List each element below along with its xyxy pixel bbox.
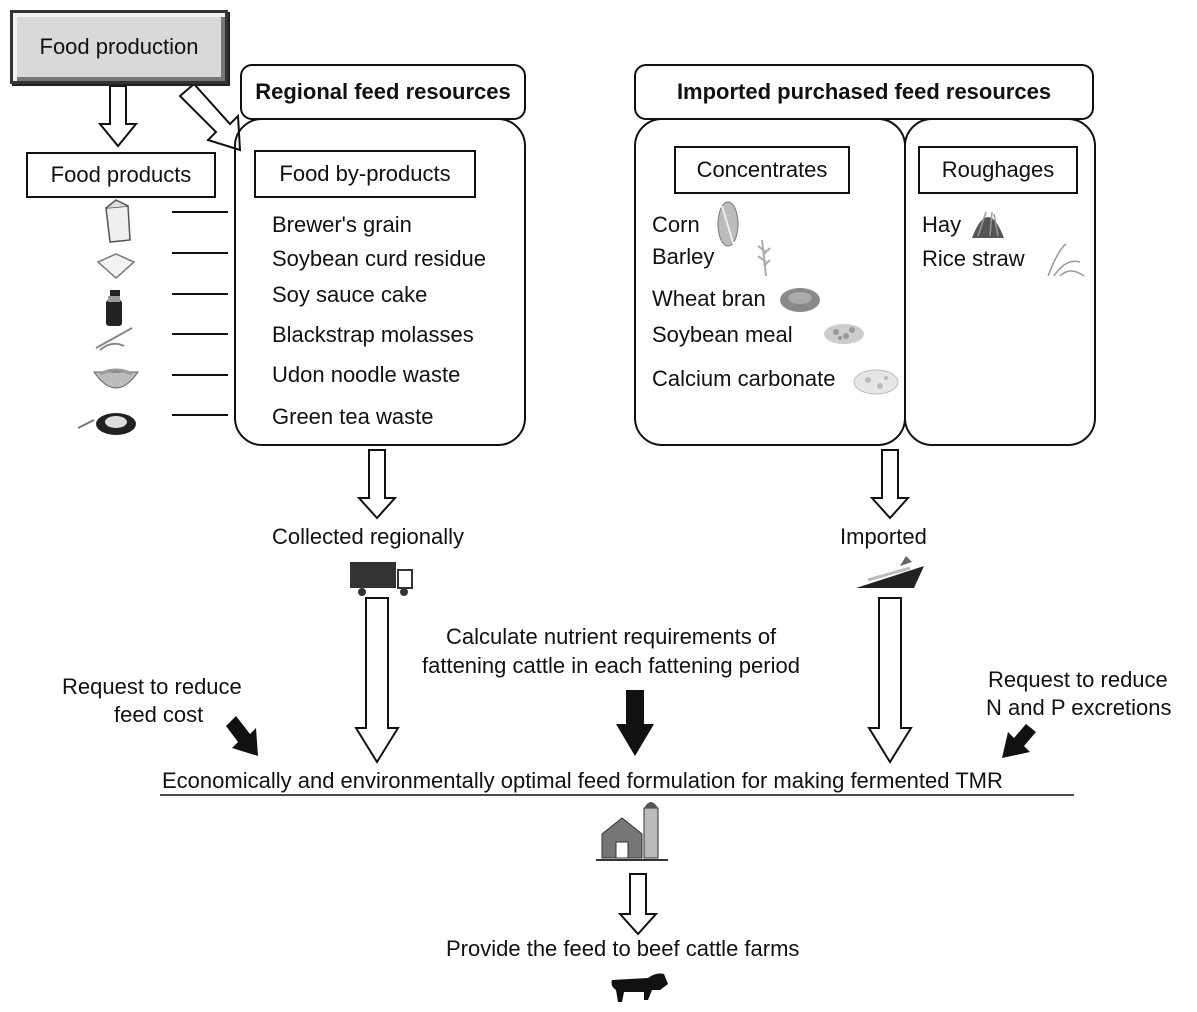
soybean-meal-icon xyxy=(824,324,864,344)
roughages-panel xyxy=(904,118,1096,446)
byproduct-item: Soybean curd residue xyxy=(272,246,487,271)
arrow-calc-down xyxy=(616,690,654,756)
hay-icon xyxy=(972,211,1004,238)
concentrate-item: Calcium carbonate xyxy=(652,366,836,391)
concentrate-item: Corn xyxy=(652,212,700,237)
optimal-formulation: Economically and environmentally optimal… xyxy=(162,768,1003,793)
tea-icon xyxy=(77,413,136,435)
food-production-label: Food production xyxy=(39,34,199,59)
noodle-bowl-icon xyxy=(93,368,139,389)
ship-icon xyxy=(856,556,924,588)
concentrate-item: Soybean meal xyxy=(652,322,793,347)
byproducts-box: Food by-products xyxy=(254,150,476,198)
arrow-np xyxy=(1002,724,1036,758)
barley-icon xyxy=(757,239,771,277)
farm-icon xyxy=(596,802,668,861)
request-cost-line-1: Request to reduce xyxy=(62,674,242,699)
byproduct-item: Brewer's grain xyxy=(272,212,412,237)
food-products-box: Food products xyxy=(26,152,216,198)
food-production-box: Food production xyxy=(10,10,228,84)
roughage-item: Hay xyxy=(922,212,962,237)
wheat-bran-icon xyxy=(780,288,820,312)
concentrate-item: Barley xyxy=(652,244,715,269)
imported-title: Imported purchased feed resources xyxy=(676,79,1052,104)
arrow-ship-down xyxy=(867,597,913,764)
arrow-farm-down xyxy=(617,873,659,936)
regional-title-box: Regional feed resources xyxy=(240,64,526,120)
byproduct-item: Blackstrap molasses xyxy=(272,322,474,347)
cow-icon xyxy=(611,973,668,1002)
byproducts-label: Food by-products xyxy=(279,161,451,186)
corn-icon xyxy=(717,201,739,247)
molasses-icon xyxy=(95,327,133,351)
concentrates-box: Concentrates xyxy=(674,146,850,194)
calc-line-1: Calculate nutrient requirements of xyxy=(446,624,777,649)
rice-straw-icon xyxy=(1047,243,1085,277)
food-products-label: Food products xyxy=(50,162,192,187)
byproduct-item: Soy sauce cake xyxy=(272,282,428,307)
imported-label: Imported xyxy=(840,524,927,549)
regional-title: Regional feed resources xyxy=(255,79,511,104)
arrow-cost xyxy=(226,716,258,756)
request-np-line-1: Request to reduce xyxy=(988,667,1168,692)
byproduct-item: Udon noodle waste xyxy=(272,362,461,387)
milk-carton-icon xyxy=(105,199,131,243)
arrow-collected xyxy=(356,449,398,520)
truck-icon xyxy=(350,562,413,596)
arrow-truck-down xyxy=(354,597,400,764)
arrow-to-food-products xyxy=(97,85,139,148)
roughages-label: Roughages xyxy=(941,157,1055,182)
request-np-line-2: N and P excretions xyxy=(986,695,1172,720)
tofu-icon xyxy=(96,253,136,280)
calcium-carbonate-icon xyxy=(853,369,899,395)
imported-title-box: Imported purchased feed resources xyxy=(634,64,1094,120)
concentrate-item: Wheat bran xyxy=(652,286,766,311)
request-cost-line-2: feed cost xyxy=(114,702,204,727)
byproduct-item: Green tea waste xyxy=(272,404,434,429)
soy-sauce-icon xyxy=(106,290,122,326)
collected-label: Collected regionally xyxy=(272,524,464,549)
concentrates-label: Concentrates xyxy=(696,157,828,182)
arrow-imported xyxy=(869,449,911,520)
roughages-box: Roughages xyxy=(918,146,1078,194)
calc-line-2: fattening cattle in each fattening perio… xyxy=(422,653,800,678)
provide-label: Provide the feed to beef cattle farms xyxy=(446,936,800,961)
roughage-item: Rice straw xyxy=(922,246,1025,271)
arrow-to-byproducts xyxy=(178,82,242,152)
regional-resources-panel xyxy=(234,118,526,446)
